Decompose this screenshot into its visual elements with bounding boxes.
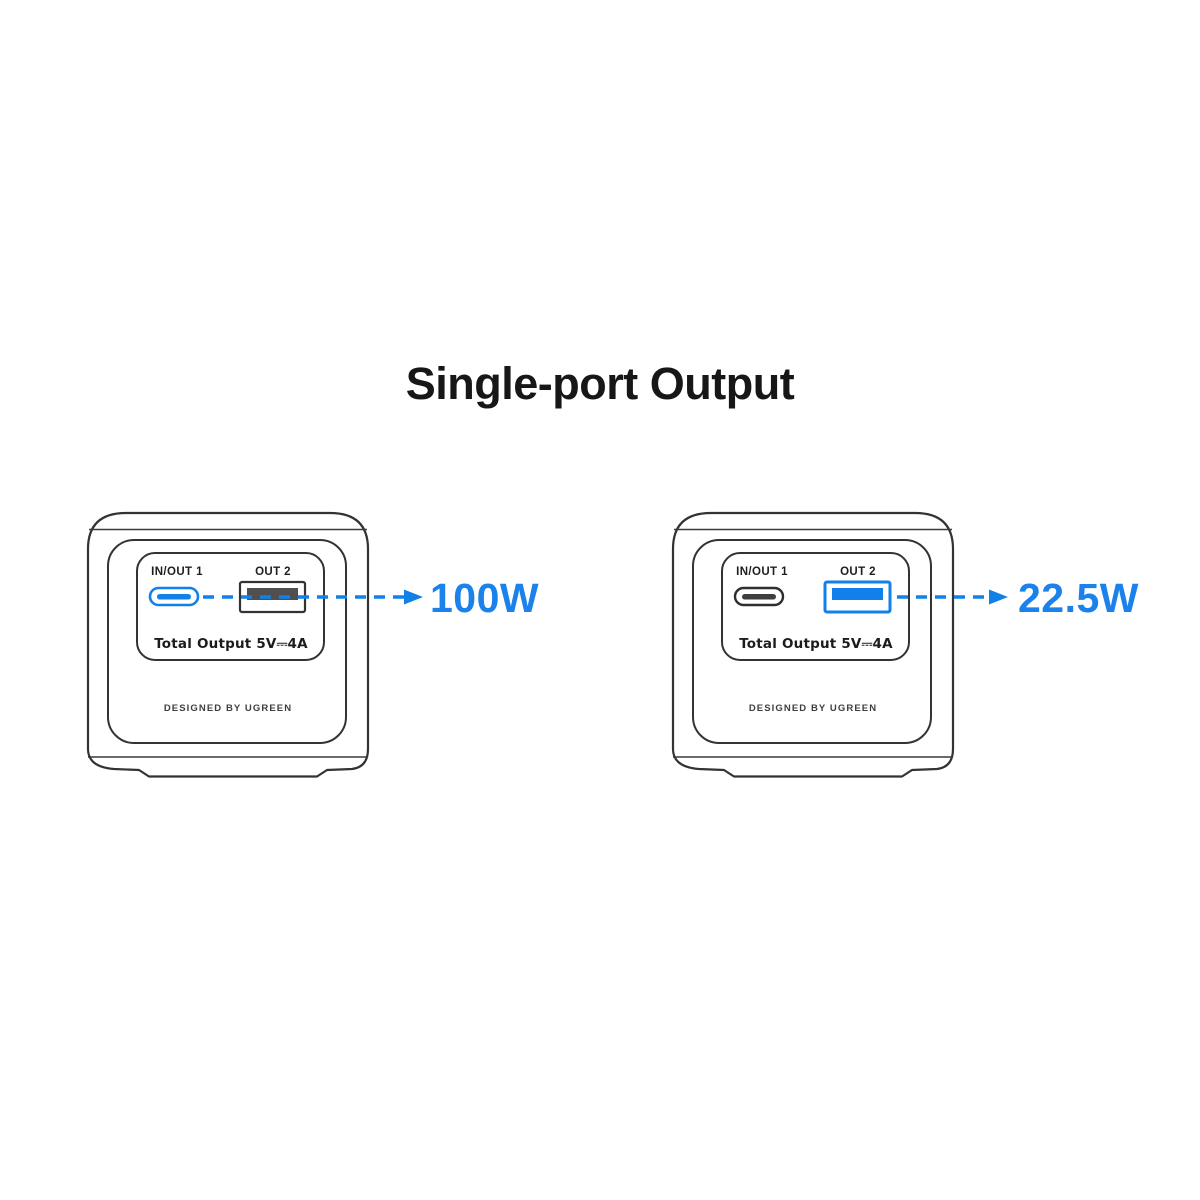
device-face [692,539,932,744]
device-face [107,539,347,744]
usb-a-pin-icon [832,588,883,600]
total-output-spec: Total Output 5V⎓4A [154,636,308,652]
ports-panel [721,552,910,661]
port2-label: OUT 2 [840,566,876,578]
arrow-head-icon [989,589,1008,605]
usb-c-pin-icon [742,594,776,600]
wattage-value: 100W [430,575,539,621]
ports-panel [136,552,325,661]
port1-label: IN/OUT 1 [736,566,788,578]
device-body [86,511,370,778]
brand-footnote: DESIGNED BY UGREEN [164,703,292,714]
charger-right: IN/OUT 1 OUT 2 Total Output 5V⎓4A DESIGN… [671,511,1139,778]
usb-c-pin-icon [157,594,191,600]
brand-footnote: DESIGNED BY UGREEN [749,703,877,714]
port1-label: IN/OUT 1 [151,566,203,578]
charger-left: IN/OUT 1 OUT 2 Total Output 5V⎓4A DESIGN… [86,511,539,778]
wattage-value: 22.5W [1018,575,1139,621]
usb-a-pin-icon [247,588,298,600]
total-output-spec: Total Output 5V⎓4A [739,636,893,652]
device-body [671,511,955,778]
port2-label: OUT 2 [255,566,291,578]
arrow-head-icon [404,589,423,605]
page-title: Single-port Output [405,358,795,409]
